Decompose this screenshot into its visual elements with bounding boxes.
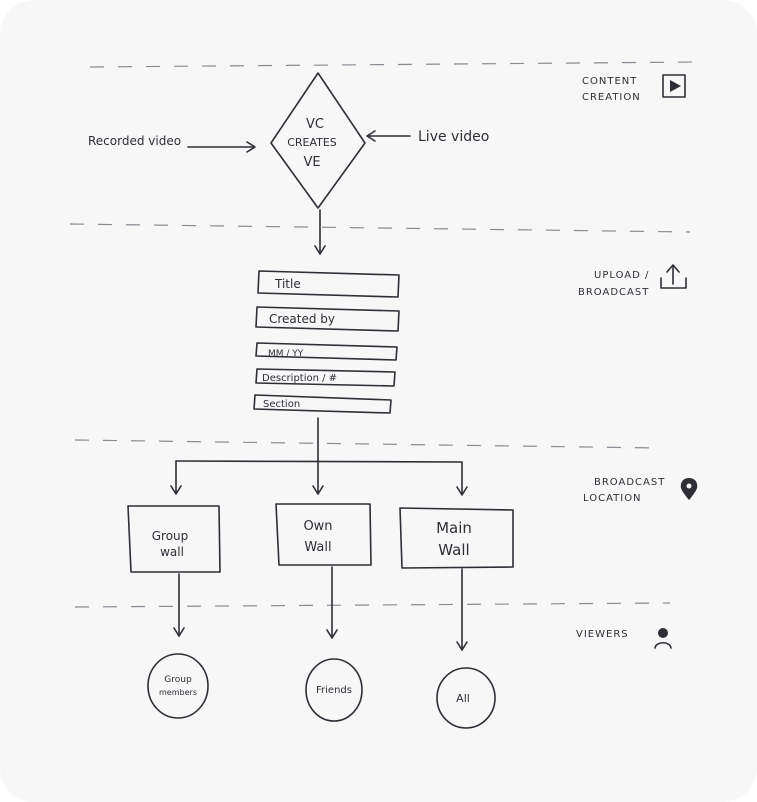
form-field-title-label: Title: [274, 277, 301, 291]
branch-right-arrowhead: [456, 486, 468, 496]
divider-creation: [89, 61, 701, 68]
main-wall-to-viewers-arrowhead: [456, 641, 468, 651]
stage-location-line2: LOCATION: [583, 493, 642, 504]
decision-label-line3: VE: [303, 155, 320, 170]
stage-upload-line1: UPLOAD /: [594, 270, 649, 281]
recorded-video-label: Recorded video: [88, 134, 181, 148]
destination-main-wall: Main Wall: [399, 507, 514, 569]
upload-icon: [660, 264, 687, 289]
recorded-video-arrowhead: [246, 141, 256, 153]
group-wall-to-viewers-arrowhead: [173, 627, 185, 637]
own-wall-line1: Own: [303, 519, 332, 534]
live-video-label: Live video: [418, 129, 489, 145]
form-field-section-label: Section: [263, 399, 300, 410]
viewer-all: All: [436, 667, 496, 729]
stage-upload-line2: BROADCAST: [578, 287, 649, 298]
form-field-created-by: Created by: [255, 306, 400, 332]
decision-label-line1: VC: [306, 117, 324, 132]
group-wall-line1: Group: [152, 529, 189, 543]
main-wall-line2: Wall: [438, 541, 469, 559]
stage-content-line2: CREATION: [582, 92, 641, 103]
own-wall-line2: Wall: [304, 540, 331, 555]
stage-viewers-label: VIEWERS: [576, 629, 629, 640]
location-pin-icon: [680, 478, 698, 500]
diamond-to-form-arrowhead: [314, 245, 326, 255]
divider-viewers: [74, 602, 671, 608]
form-field-date-label: MM / YY: [268, 349, 304, 359]
divider-location: [74, 439, 661, 449]
group-members-line1: Group: [164, 675, 192, 685]
divider-upload: [69, 223, 691, 233]
group-members-line2: members: [159, 688, 197, 697]
form-field-description: Description / #: [255, 368, 396, 387]
stage-content-line1: CONTENT: [582, 76, 637, 87]
branch-left-arrowhead: [170, 485, 182, 495]
form-field-created-by-label: Created by: [269, 312, 335, 326]
branch-middle-arrowhead: [312, 485, 324, 495]
viewer-group-members: Group members: [147, 653, 209, 719]
decision-label-line2: CREATES: [287, 136, 337, 149]
decision-diamond: [270, 72, 366, 209]
play-icon: [662, 74, 686, 98]
group-wall-line2: wall: [160, 545, 184, 559]
own-wall-to-viewers-arrowhead: [326, 629, 338, 639]
destination-own-wall: Own Wall: [275, 503, 372, 566]
form-field-title: Title: [257, 270, 400, 298]
branch-line: [175, 460, 463, 463]
all-label: All: [456, 692, 470, 705]
viewer-friends: Friends: [305, 658, 363, 722]
friends-label: Friends: [316, 685, 352, 696]
main-wall-line1: Main: [436, 519, 472, 537]
live-video-arrowhead: [366, 130, 376, 142]
form-field-section: Section: [253, 394, 392, 414]
form-field-description-label: Description / #: [262, 373, 337, 384]
destination-group-wall: Group wall: [127, 505, 221, 573]
form-field-date: MM / YY: [255, 342, 398, 361]
stage-location-line1: BROADCAST: [594, 477, 665, 488]
person-icon: [654, 628, 672, 649]
